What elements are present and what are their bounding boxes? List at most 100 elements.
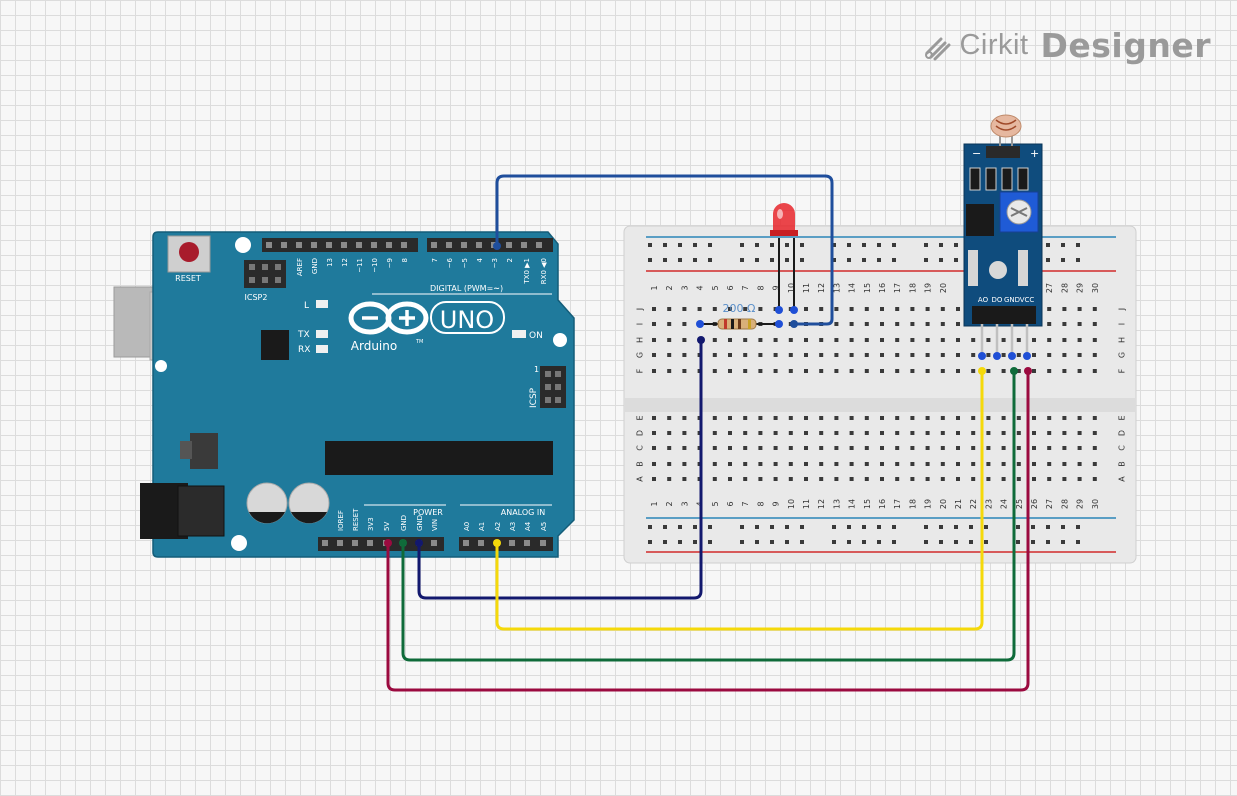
breadboard-hole[interactable]: [880, 477, 884, 481]
header-pin[interactable]: [431, 540, 437, 546]
rail-hole[interactable]: [862, 258, 866, 262]
rail-hole[interactable]: [663, 540, 667, 544]
rail-hole[interactable]: [770, 258, 774, 262]
endpoint-sensor-ao[interactable]: [978, 352, 986, 360]
header-pin[interactable]: [506, 242, 512, 248]
endpoint-pin3[interactable]: [493, 242, 501, 250]
breadboard-hole[interactable]: [1047, 307, 1052, 311]
breadboard-hole[interactable]: [819, 369, 824, 373]
breadboard-hole[interactable]: [1092, 338, 1097, 342]
breadboard-hole[interactable]: [652, 416, 656, 420]
rail-hole[interactable]: [663, 258, 667, 262]
rail-hole[interactable]: [892, 540, 896, 544]
rail-hole[interactable]: [969, 525, 973, 529]
breadboard-hole[interactable]: [682, 353, 687, 357]
breadboard-hole[interactable]: [804, 416, 808, 420]
rail-hole[interactable]: [892, 243, 896, 247]
rail-hole[interactable]: [954, 243, 958, 247]
breadboard-hole[interactable]: [849, 462, 854, 466]
breadboard-hole[interactable]: [712, 307, 717, 311]
rail-hole[interactable]: [770, 540, 774, 544]
breadboard-hole[interactable]: [819, 338, 824, 342]
header-pin[interactable]: [352, 540, 358, 546]
rail-hole[interactable]: [1061, 258, 1065, 262]
breadboard-hole[interactable]: [849, 338, 854, 342]
header-pin[interactable]: [341, 242, 347, 248]
header-pin[interactable]: [266, 242, 272, 248]
rail-hole[interactable]: [708, 525, 712, 529]
rail-hole[interactable]: [708, 243, 712, 247]
rail-hole[interactable]: [1061, 243, 1065, 247]
wire-pin3-to-breadboard[interactable]: [495, 174, 834, 326]
breadboard-hole[interactable]: [940, 353, 945, 357]
rail-hole[interactable]: [984, 525, 988, 529]
rail-hole[interactable]: [740, 525, 744, 529]
header-pin[interactable]: [326, 242, 332, 248]
rail-hole[interactable]: [708, 540, 712, 544]
breadboard-hole[interactable]: [758, 338, 763, 342]
rail-hole[interactable]: [800, 258, 804, 262]
breadboard-hole[interactable]: [1047, 477, 1052, 481]
breadboard-hole[interactable]: [652, 322, 656, 326]
rail-hole[interactable]: [1046, 243, 1050, 247]
breadboard-hole[interactable]: [819, 353, 824, 357]
rail-hole[interactable]: [740, 258, 744, 262]
breadboard-hole[interactable]: [788, 416, 793, 420]
endpoint-maroon-wire[interactable]: [1024, 367, 1032, 375]
breadboard-hole[interactable]: [880, 446, 884, 450]
breadboard-hole[interactable]: [788, 477, 793, 481]
breadboard-hole[interactable]: [1016, 462, 1021, 466]
breadboard-hole[interactable]: [834, 462, 839, 466]
breadboard-hole[interactable]: [910, 431, 915, 435]
breadboard-hole[interactable]: [652, 353, 656, 357]
endpoint-gnd2-pin[interactable]: [399, 539, 407, 547]
breadboard-hole[interactable]: [743, 446, 748, 450]
breadboard-hole[interactable]: [880, 338, 884, 342]
rail-hole[interactable]: [939, 540, 943, 544]
endpoint-navy-wire[interactable]: [697, 336, 705, 344]
breadboard-hole[interactable]: [758, 462, 763, 466]
breadboard-hole[interactable]: [728, 307, 732, 311]
resistor[interactable]: 200 Ω: [700, 302, 778, 330]
breadboard-hole[interactable]: [986, 338, 991, 342]
breadboard-hole[interactable]: [728, 446, 732, 450]
rail-hole[interactable]: [954, 525, 958, 529]
header-pin[interactable]: [540, 540, 546, 546]
rail-hole[interactable]: [755, 258, 759, 262]
rail-hole[interactable]: [924, 243, 928, 247]
breadboard-hole[interactable]: [667, 322, 672, 326]
breadboard-hole[interactable]: [819, 416, 824, 420]
breadboard-hole[interactable]: [880, 462, 884, 466]
rail-hole[interactable]: [832, 540, 836, 544]
breadboard-hole[interactable]: [895, 307, 900, 311]
header-pin[interactable]: [296, 242, 302, 248]
breadboard-hole[interactable]: [956, 446, 960, 450]
rail-hole[interactable]: [770, 243, 774, 247]
endpoint-led-cathode[interactable]: [790, 306, 798, 314]
breadboard-hole[interactable]: [986, 416, 991, 420]
breadboard-hole[interactable]: [986, 477, 991, 481]
breadboard-hole[interactable]: [940, 477, 945, 481]
breadboard-hole[interactable]: [864, 369, 869, 373]
breadboard-hole[interactable]: [652, 462, 656, 466]
breadboard-hole[interactable]: [743, 431, 748, 435]
breadboard-hole[interactable]: [1032, 369, 1036, 373]
breadboard-hole[interactable]: [728, 416, 732, 420]
breadboard-hole[interactable]: [652, 431, 656, 435]
breadboard-hole[interactable]: [1062, 416, 1067, 420]
rail-hole[interactable]: [800, 540, 804, 544]
breadboard-hole[interactable]: [667, 416, 672, 420]
header-pin[interactable]: [367, 540, 373, 546]
breadboard-hole[interactable]: [864, 431, 869, 435]
breadboard-hole[interactable]: [743, 369, 748, 373]
rail-hole[interactable]: [1076, 243, 1080, 247]
breadboard-hole[interactable]: [758, 307, 763, 311]
rail-hole[interactable]: [678, 540, 682, 544]
breadboard-hole[interactable]: [1001, 431, 1006, 435]
breadboard-hole[interactable]: [773, 477, 778, 481]
rail-hole[interactable]: [832, 243, 836, 247]
breadboard-hole[interactable]: [971, 446, 976, 450]
breadboard-hole[interactable]: [925, 477, 930, 481]
breadboard-hole[interactable]: [773, 369, 778, 373]
rail-hole[interactable]: [832, 258, 836, 262]
